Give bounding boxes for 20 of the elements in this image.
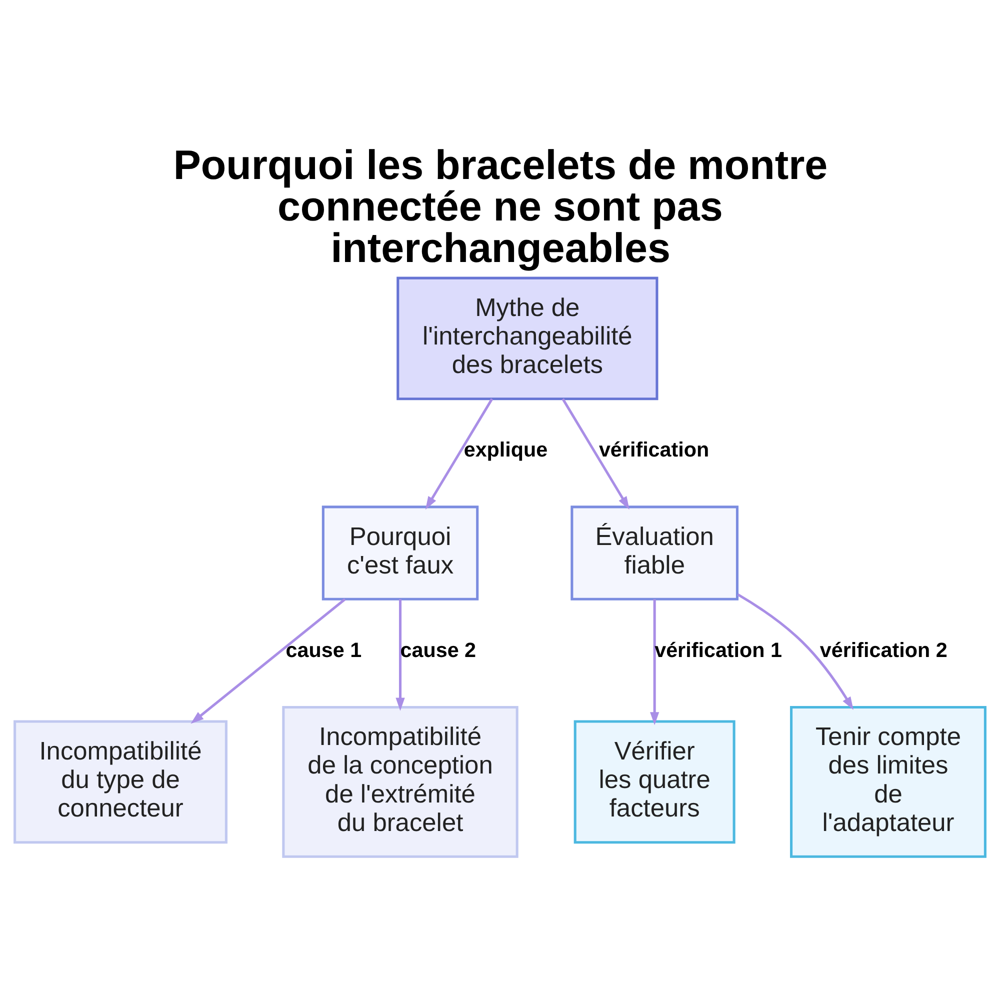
edge-label: vérification 1 — [654, 639, 782, 662]
edge-label: vérification 2 — [820, 639, 948, 662]
arrow — [650, 599, 660, 726]
arrow — [737, 593, 854, 710]
arrow — [562, 398, 630, 510]
edge-label: explique — [464, 438, 548, 462]
edge-label: vérification — [598, 438, 710, 462]
node-box: Mythe de l'interchangeabilité des bracelets — [396, 276, 658, 400]
edge-label: cause 1 — [286, 639, 362, 662]
node-box: Tenir compte des limites de l'adaptateur — [790, 706, 986, 858]
node-box: Pourquoi c'est faux — [322, 506, 479, 600]
arrow — [425, 398, 494, 510]
arrow — [190, 598, 346, 724]
node-box: Incompatibilité de la conception de l'extrémité du bracelet — [282, 706, 518, 858]
edge-label: cause 2 — [400, 639, 476, 662]
node-box: Incompatibilité du type de connecteur — [14, 720, 228, 844]
node-box: Vérifier les quatre facteurs — [574, 720, 736, 844]
arrow — [396, 599, 405, 711]
diagram-title: Pourquoi les bracelets de montre connectée ne sont pas interchangeables — [173, 142, 828, 271]
node-box: Évaluation fiable — [570, 506, 738, 600]
